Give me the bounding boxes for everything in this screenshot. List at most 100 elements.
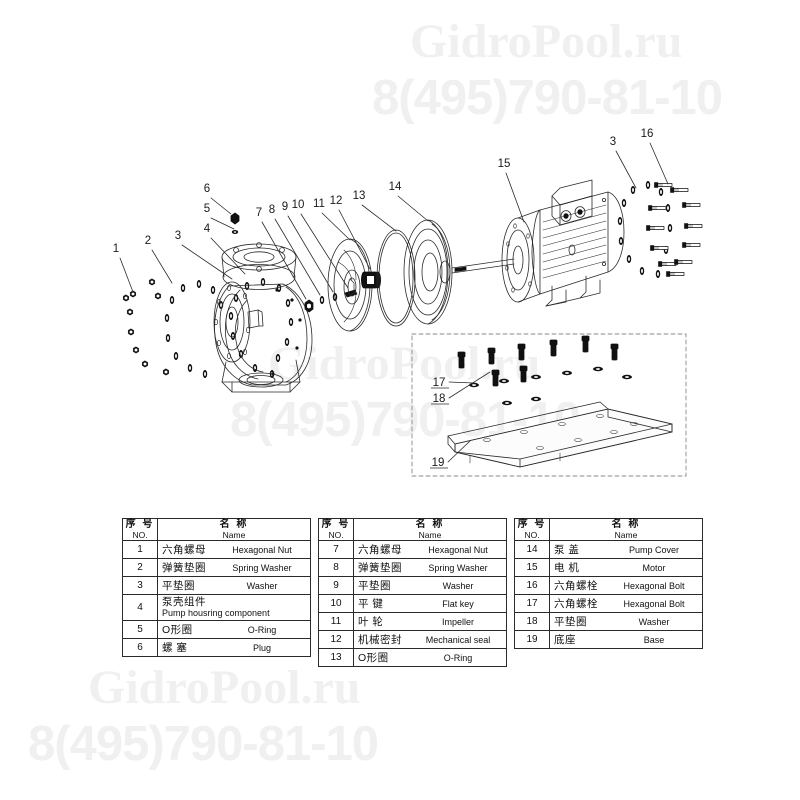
callout-14: 14 (389, 181, 402, 193)
cell-name-en: Hexagonal Nut (428, 544, 488, 555)
cell-name-en: Washer (638, 616, 670, 627)
callout-8: 8 (269, 204, 275, 216)
callout-17: 17 (433, 377, 446, 389)
cell-no: 7 (318, 540, 354, 559)
header-no: 序 号 NO. (514, 518, 550, 541)
cell-no: 18 (514, 612, 550, 631)
cell-no: 10 (318, 594, 354, 613)
callout-5: 5 (204, 203, 210, 215)
cell-name-en: Motor (642, 562, 666, 573)
cell-name-cn: 弹簧垫圈 (358, 562, 402, 574)
callout-19: 19 (432, 457, 445, 469)
cell-no: 4 (122, 594, 158, 621)
cell-name-cn: 六角螺母 (162, 544, 206, 556)
cell-name-cn: 六角螺栓 (554, 598, 598, 610)
header-no: 序 号 NO. (122, 518, 158, 541)
cell-no: 2 (122, 558, 158, 577)
cell-name-cn: 弹簧垫圈 (162, 562, 206, 574)
cell-no: 3 (122, 576, 158, 595)
cell-no: 11 (318, 612, 354, 631)
cell-name-cn: 六角螺母 (358, 544, 402, 556)
cell-name-cn: 平 键 (358, 598, 384, 610)
cell-name-en: Flat key (442, 598, 474, 609)
cell-name-en: Hexagonal Bolt (623, 598, 685, 609)
cell-name: 螺 塞 Plug (157, 638, 311, 657)
callout-2: 2 (145, 235, 151, 247)
cell-name-cn: O形圈 (162, 624, 193, 636)
cell-name: 平 键 Flat key (353, 594, 507, 613)
cell-name-cn: 平垫圈 (358, 580, 391, 592)
cell-no: 15 (514, 558, 550, 577)
table-header-row: 序 号 NO. 名 称 Name (318, 518, 507, 541)
cell-no: 8 (318, 558, 354, 577)
callout-11: 11 (313, 198, 325, 210)
header-name: 名 称 Name (549, 518, 703, 541)
callout-18: 18 (433, 393, 446, 405)
cell-name-cn: 六角螺栓 (554, 580, 598, 592)
cell-name-en: O-Ring (443, 652, 473, 663)
cell-name-cn: 螺 塞 (162, 642, 188, 654)
cell-no: 9 (318, 576, 354, 595)
cell-name-cn: O形圈 (358, 652, 389, 664)
callout-15: 15 (498, 158, 511, 170)
callout-13: 13 (353, 190, 366, 202)
cell-name-cn: 泵壳组件 (162, 595, 206, 608)
table-row: 15 电 机 Motor (514, 558, 703, 577)
cell-name: 六角螺母 Hexagonal Nut (157, 540, 311, 559)
callout-12: 12 (330, 195, 343, 207)
cell-name-en: O-Ring (247, 624, 277, 635)
header-no: 序 号 NO. (318, 518, 354, 541)
table-header-row: 序 号 NO. 名 称 Name (122, 518, 311, 541)
cell-name-en: Plug (252, 642, 271, 653)
cell-name-cn: 电 机 (554, 562, 580, 574)
cell-no: 1 (122, 540, 158, 559)
table-row: 18 平垫圈 Washer (514, 612, 703, 631)
callout-7: 7 (256, 207, 262, 219)
callout-1: 1 (113, 243, 119, 255)
cell-name-en: Mechanical seal (425, 634, 491, 645)
cell-name-en: Washer (246, 580, 278, 591)
cell-no: 13 (318, 648, 354, 667)
cell-name-en: Hexagonal Nut (232, 544, 292, 555)
cell-name-en: Hexagonal Bolt (623, 580, 685, 591)
cell-name: 六角螺栓 Hexagonal Bolt (549, 576, 703, 595)
cell-no: 14 (514, 540, 550, 559)
cell-name: O形圈 O-Ring (353, 648, 507, 667)
table-row: 10 平 键 Flat key (318, 594, 507, 613)
cell-no: 5 (122, 620, 158, 639)
callout-9: 9 (282, 201, 288, 213)
table-header-row: 序 号 NO. 名 称 Name (514, 518, 703, 541)
cell-name-en: Spring Washer (428, 562, 488, 573)
cell-name-cn: 平垫圈 (554, 616, 587, 628)
cell-name: 弹簧垫圈 Spring Washer (353, 558, 507, 577)
cell-no: 17 (514, 594, 550, 613)
cell-no: 16 (514, 576, 550, 595)
table-row: 8 弹簧垫圈 Spring Washer (318, 558, 507, 577)
callout-3: 3 (175, 230, 181, 242)
cell-name: 电 机 Motor (549, 558, 703, 577)
cell-name-en: Impeller (441, 616, 474, 627)
callout-10: 10 (292, 199, 305, 211)
header-name: 名 称 Name (353, 518, 507, 541)
cell-name-en: Pump Cover (628, 544, 680, 555)
table-row: 7 六角螺母 Hexagonal Nut (318, 540, 507, 559)
callout-6: 6 (204, 183, 210, 195)
